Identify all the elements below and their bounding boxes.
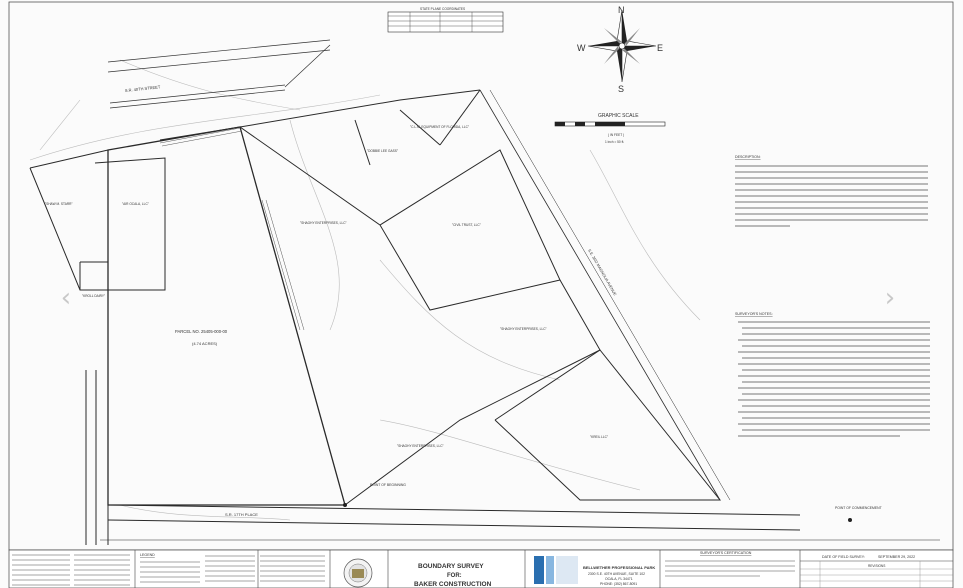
owner-label-w1: "SHAW M. STARR" xyxy=(45,202,73,206)
revisions-label: REVISIONS xyxy=(868,564,885,568)
description-text-lines xyxy=(735,165,928,227)
north-label: N xyxy=(618,5,625,15)
field-survey-date-label: DATE OF FIELD SURVEY: xyxy=(822,555,865,559)
point-of-beginning-marker xyxy=(343,503,347,507)
firm-logo-icon xyxy=(530,553,580,587)
certification-title: SURVEYOR'S CERTIFICATION xyxy=(700,551,752,555)
survey-title: BOUNDARY SURVEY xyxy=(418,563,484,570)
south-label: S xyxy=(618,84,624,94)
avenue-label: S.E. 3RD MAGNOLIA AVENUE xyxy=(587,249,617,297)
next-image-button[interactable]: › xyxy=(880,278,900,318)
owner-label-w3: "KROLL DAIRY" xyxy=(82,294,105,298)
surveyor-notes-title: SURVEYOR'S NOTES: xyxy=(735,312,773,316)
owner-label-s1: "SHAGHY ENTERPRISES, LLC" xyxy=(397,444,444,448)
scale-ratio-line: 1 inch = 50 ft. xyxy=(605,140,624,144)
north-street-lines xyxy=(107,39,331,109)
east-label: E xyxy=(657,43,663,53)
owner-label-e2: "CIVIL TRUST, LLC" xyxy=(452,223,481,227)
certification-lines xyxy=(665,560,795,577)
street-south-label: S.R. 17TH PLACE xyxy=(225,512,258,517)
field-survey-date-value: SEPTEMBER 29, 2022 xyxy=(878,555,915,559)
west-label: W xyxy=(577,43,586,53)
scale-unit-line: ( IN FEET ) xyxy=(608,133,624,137)
surveyor-notes-lines xyxy=(738,321,930,437)
firm-city: OCALA, FL 34471 xyxy=(605,577,633,581)
firm-address: 2300 S.E. 40TH AVENUE, SUITE 102 xyxy=(588,572,645,576)
owner-label-n1: "DOBBIE LEE GASS" xyxy=(367,149,398,153)
coord-table-title: STATE PLANE COORDINATES xyxy=(420,7,465,11)
main-parcel-number: PARCEL NO. 25405-000-00 xyxy=(175,329,228,334)
legend-lines xyxy=(12,554,325,586)
firm-name: BELLWETHER PROFESSIONAL PARK xyxy=(583,565,655,570)
surveyor-notes-block: SURVEYOR'S NOTES: xyxy=(735,312,930,437)
point-of-commencement-label: POINT OF COMMENCEMENT xyxy=(835,506,882,510)
survey-client: BAKER CONSTRUCTION xyxy=(414,581,492,588)
north-arrow-icon xyxy=(587,9,657,83)
legend-title: LEGEND xyxy=(140,553,155,557)
chevron-right-icon: › xyxy=(884,283,896,313)
street-north-label: S.R. 40TH STREET xyxy=(125,84,161,93)
main-parcel-acreage: (4.74 ACRES) xyxy=(192,341,218,346)
surveyor-seal-icon xyxy=(343,558,373,588)
background-linework xyxy=(29,59,701,521)
owner-label-se: "KREIL LLC" xyxy=(590,435,608,439)
point-of-commencement-marker xyxy=(848,518,852,522)
property-boundaries xyxy=(29,89,940,545)
description-title: DESCRIPTION: xyxy=(735,155,761,159)
main-parcel-boundary xyxy=(107,126,346,506)
owner-label-w2: "AIR OCALA, LLC" xyxy=(122,202,149,206)
survey-for-line: FOR: xyxy=(447,573,462,579)
owner-label-e3: "SHAGHY ENTERPRISES, LLC" xyxy=(500,327,547,331)
firm-phone: PHONE: (352) 867-8091 xyxy=(600,582,637,586)
coordinate-table: STATE PLANE COORDINATES xyxy=(387,7,504,33)
chevron-left-icon: ‹ xyxy=(60,283,72,313)
sheet-border xyxy=(8,1,954,551)
dimension-ticks xyxy=(159,127,305,331)
point-of-beginning-label: POINT OF BEGINNING xyxy=(370,483,406,487)
graphic-scale: GRAPHIC SCALE ( IN FEET ) 1 inch = 50 ft… xyxy=(554,113,666,144)
scale-title: GRAPHIC SCALE xyxy=(598,113,639,119)
title-block: LEGEND BOUNDARY SURVEY xyxy=(8,549,954,588)
previous-image-button[interactable]: ‹ xyxy=(56,278,76,318)
owner-label-n2: "C.L.M. EQUIPMENT OF FLORIDA, LLC" xyxy=(410,125,469,129)
description-block: DESCRIPTION: xyxy=(735,155,928,227)
owner-label-e1: "SHAGHY ENTERPRISES, LLC" xyxy=(300,221,347,225)
